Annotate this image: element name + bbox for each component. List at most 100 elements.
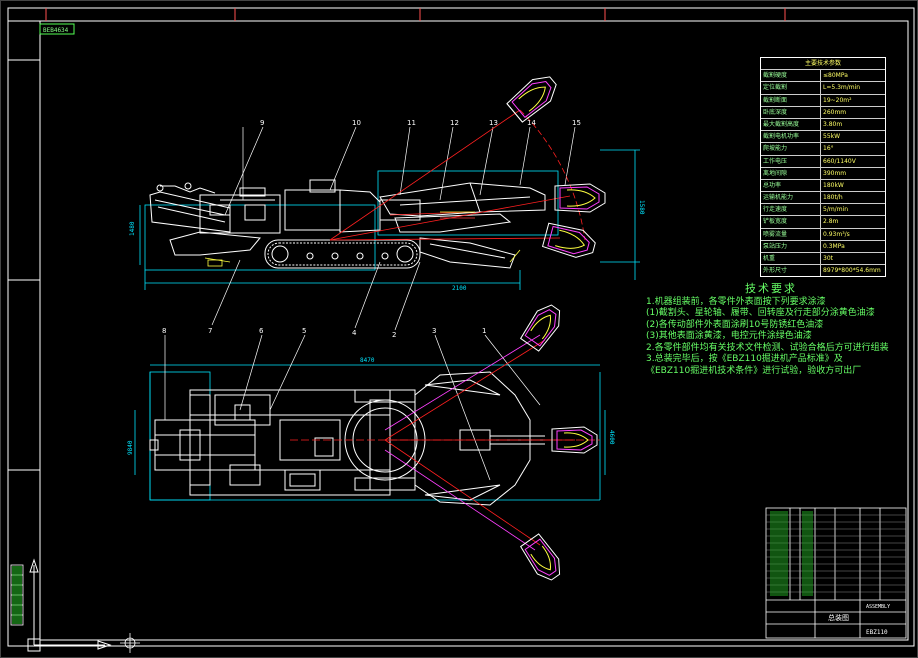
parameter-key: 泵站压力 bbox=[761, 240, 821, 252]
parameter-key: 爬坡能力 bbox=[761, 143, 821, 155]
parameter-key: 铲板宽度 bbox=[761, 216, 821, 228]
title-block bbox=[765, 507, 907, 639]
callout-7: 7 bbox=[208, 327, 212, 335]
parameter-value: 19~20m² bbox=[823, 96, 852, 104]
parameter-value: 180kW bbox=[823, 181, 844, 189]
plan-cutting-head-upper bbox=[519, 304, 561, 352]
dim-side-length: 1480 bbox=[129, 221, 136, 236]
title-company: ASSEMBLY bbox=[866, 604, 890, 610]
parameter-key: 机重 bbox=[761, 253, 821, 265]
callout-2: 2 bbox=[392, 331, 396, 339]
parameter-value: 2.8m bbox=[823, 218, 839, 226]
parameter-key: 外形尺寸 bbox=[761, 265, 821, 277]
side-view bbox=[139, 76, 640, 331]
callout-1: 1 bbox=[482, 327, 486, 335]
callout-15: 15 bbox=[572, 119, 581, 127]
callout-5: 5 bbox=[302, 327, 306, 335]
tech-req-line: 《EBZ110掘进机技术条件》进行试验，验收方可出厂 bbox=[646, 365, 862, 376]
dim-plan-width: 4600 bbox=[608, 430, 615, 445]
parameter-value: ≤80MPa bbox=[823, 72, 848, 80]
parameter-value: L=5.3m/min bbox=[823, 84, 861, 92]
plan-cutting-head-middle bbox=[551, 426, 598, 454]
technical-requirements: 技术要求 1.机器组装前，各零件外表面按下列要求涂漆 (1)截割头、星轮轴、履带… bbox=[646, 283, 896, 377]
parameter-key: 卧底深度 bbox=[761, 106, 821, 118]
tech-req-line: 1.机器组装前，各零件外表面按下列要求涂漆 bbox=[646, 296, 826, 307]
parameter-value: 180t/h bbox=[823, 194, 843, 202]
parameter-key: 定位截割 bbox=[761, 82, 821, 94]
parameter-key: 运输机能力 bbox=[761, 192, 821, 204]
parameter-key: 截割电机功率 bbox=[761, 131, 821, 143]
tech-req-line: 2.各零件部件均有关技术文件检测、试验合格后方可进行组装 bbox=[646, 342, 889, 353]
parameter-key: 总功率 bbox=[761, 179, 821, 192]
dim-side-width: 2100 bbox=[452, 285, 467, 292]
callout-8: 8 bbox=[162, 327, 166, 335]
title-block-fill bbox=[770, 511, 813, 596]
parameter-value: 55kW bbox=[823, 133, 841, 141]
corner-tag-text: BEB4634 bbox=[43, 27, 69, 34]
parameter-value: 5/m/min bbox=[823, 206, 849, 214]
parameter-table-title: 主要技术参数 bbox=[804, 60, 841, 67]
tech-req-line: (3)其他表面涂黄漆，电控元件涂绿色油漆 bbox=[646, 331, 812, 341]
tech-req-title: 技术要求 bbox=[745, 282, 797, 295]
title-block-rows bbox=[766, 514, 906, 593]
tech-req-line: 3.总装完毕后，按《EBZ110掘进机产品标准》及 bbox=[646, 354, 843, 364]
parameter-value: 30t bbox=[823, 255, 833, 262]
callout-11: 11 bbox=[407, 119, 416, 127]
cutting-head-lower bbox=[541, 222, 596, 258]
parameter-key: 行走速度 bbox=[761, 204, 821, 216]
callout-9: 9 bbox=[260, 119, 264, 127]
parameter-key: 最大截割高度 bbox=[761, 118, 821, 131]
parameter-value: 0.3MPa bbox=[823, 242, 845, 250]
parameter-key: 离地间隙 bbox=[761, 167, 821, 179]
dim-side-height: 1580 bbox=[638, 200, 645, 215]
dim-plan-length: 8470 bbox=[360, 357, 375, 364]
parameter-row: 截割硬度≤80MPa bbox=[761, 69, 885, 82]
callout-13: 13 bbox=[489, 119, 498, 127]
callout-12: 12 bbox=[450, 119, 459, 127]
dim-plan-total: 9840 bbox=[127, 440, 134, 455]
parameter-value: 260mm bbox=[823, 108, 847, 116]
crosshair-icon bbox=[120, 633, 140, 653]
callout-14: 14 bbox=[527, 119, 536, 127]
callout-6: 6 bbox=[259, 327, 264, 335]
parameter-value: 660/1140V bbox=[823, 157, 856, 165]
tech-req-line: (2)各传动部件外表面涂刷10号防锈红色油漆 bbox=[646, 319, 824, 330]
ucs-axis-icon bbox=[27, 558, 112, 652]
cutting-head-middle bbox=[554, 183, 606, 213]
parameter-key: 截割硬度 bbox=[761, 70, 821, 82]
parameter-value: 8979*800*54.6mm bbox=[823, 267, 881, 275]
parameter-value: 390mm bbox=[823, 169, 847, 177]
cutting-head-upper bbox=[506, 76, 557, 123]
corner-tag-box bbox=[39, 23, 75, 35]
parameter-value: 0.93m³/s bbox=[823, 230, 850, 238]
tech-req-line: (1)截割头、星轮轴、履带、回转座及行走部分涂黄色油漆 bbox=[646, 308, 875, 318]
parameter-value: 16° bbox=[823, 145, 834, 153]
title-drawing-name: 总装图 bbox=[828, 613, 849, 622]
title-drawing-no: EBZ110 bbox=[866, 629, 888, 636]
plan-cutting-head-lower bbox=[519, 533, 561, 581]
callout-3: 3 bbox=[432, 327, 436, 335]
callout-4: 4 bbox=[352, 329, 357, 337]
parameter-key: 喷雾流量 bbox=[761, 228, 821, 240]
plan-view bbox=[134, 304, 606, 581]
parameter-value: 3.80m bbox=[823, 120, 843, 128]
parameter-key: 截割断面 bbox=[761, 94, 821, 106]
